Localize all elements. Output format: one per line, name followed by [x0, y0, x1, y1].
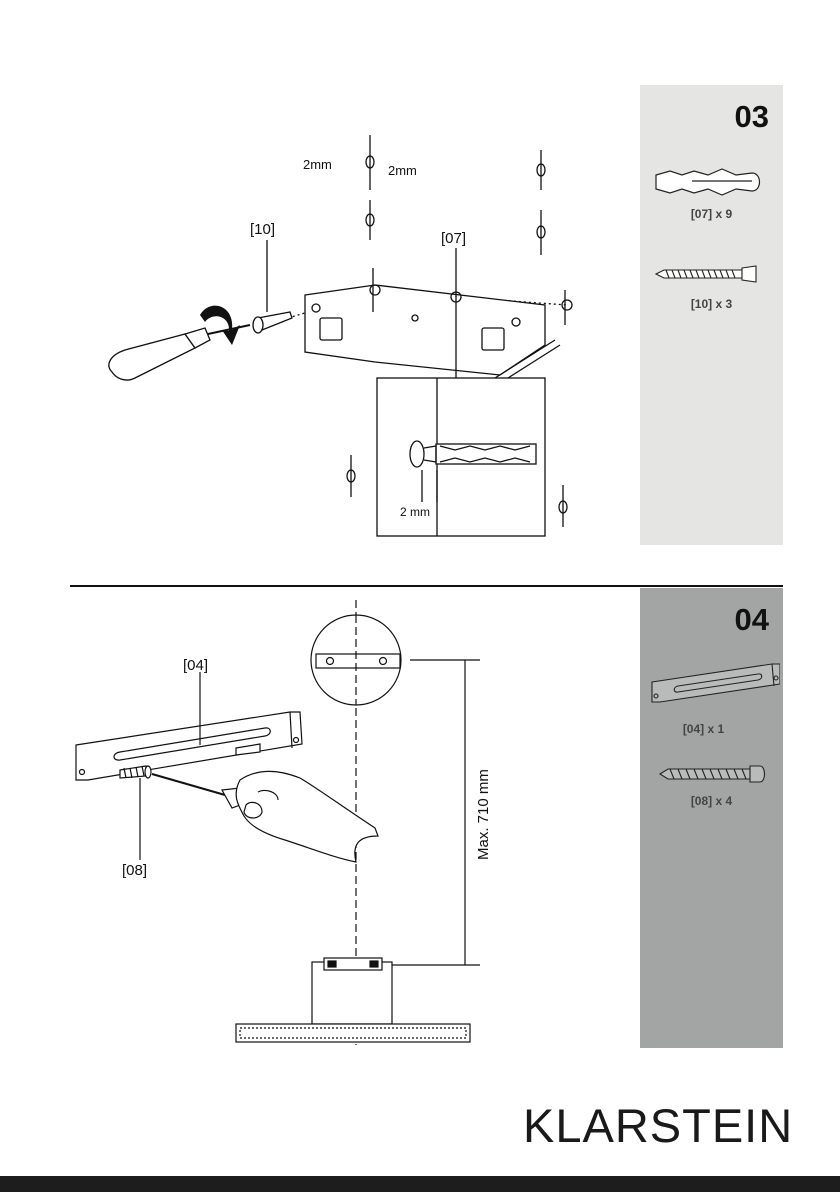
part-label-08: [08] — [122, 862, 147, 879]
part-label-07: [07] — [441, 230, 466, 247]
section-divider — [70, 585, 783, 587]
screwdriver — [109, 306, 250, 380]
dim-label-b: 2mm — [388, 163, 417, 178]
step-number: 04 — [735, 602, 769, 638]
mount-stand — [236, 958, 470, 1042]
step-number: 03 — [735, 99, 769, 135]
part-count-label: [04] x 1 — [632, 722, 775, 736]
wood-screw-icon — [652, 263, 772, 285]
part-count-label: [08] x 4 — [640, 794, 783, 808]
dim-label-a: 2mm — [303, 157, 332, 172]
brand-logo: KLARSTEIN — [523, 1098, 793, 1153]
mounting-bracket — [76, 672, 302, 780]
footer-bar — [0, 1176, 840, 1192]
step-04-illustration: [04] [08] Max. 710 mm — [70, 590, 635, 1050]
hand-with-screwdriver — [152, 771, 378, 862]
part-label-04: [04] — [183, 657, 208, 674]
part-count-label: [07] x 9 — [640, 207, 783, 221]
detail-dim-label: 2 mm — [400, 505, 430, 519]
detail-circle — [311, 615, 401, 705]
max-distance-label: Max. 710 mm — [475, 769, 492, 860]
part-count-label: [10] x 3 — [640, 297, 783, 311]
screw-part — [253, 240, 292, 333]
wall-anchor-icon — [652, 163, 772, 199]
wall-plate — [305, 268, 572, 375]
machine-screw-icon — [658, 762, 768, 786]
step-03-illustration: 2mm 2mm [10] [07] 2 mm — [70, 85, 635, 575]
parts-panel-04: 04 [04] x 1 [08] x 4 — [640, 588, 783, 1048]
parts-panel-03: 03 [07] x 9 [10] x 3 — [640, 85, 783, 545]
mounting-bracket-icon — [648, 660, 780, 706]
part-label-10: [10] — [250, 221, 275, 238]
